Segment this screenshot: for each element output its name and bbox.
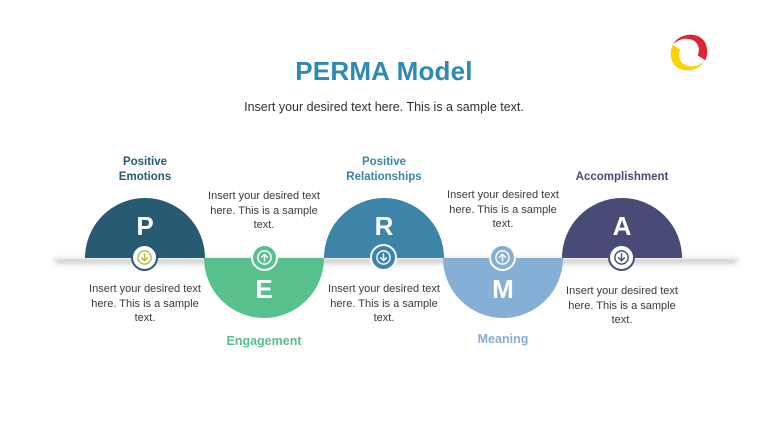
circled-up-arrow-icon[interactable] [251,244,278,271]
circled-up-arrow-icon[interactable] [489,244,516,271]
item-letter: E [255,274,273,304]
item-heading[interactable]: Engagement [226,334,302,348]
item-placeholder-text[interactable]: Insert your desired text here. This is a… [89,283,201,325]
item-letter: A [612,211,632,241]
item-letter: R [374,211,394,241]
item-heading[interactable]: Meaning [477,332,529,346]
item-letter: M [492,274,514,304]
circled-down-arrow-icon[interactable] [131,244,158,271]
page-title[interactable]: PERMA Model [295,56,473,86]
item-placeholder-text[interactable]: Insert your desired text here. This is a… [208,190,320,232]
item-placeholder-text[interactable]: Insert your desired text here. This is a… [328,283,440,325]
circled-down-arrow-icon[interactable] [370,244,397,271]
item-heading[interactable]: Positive Emotions [118,156,172,183]
item-heading[interactable]: Accomplishment [575,171,669,183]
item-letter: P [136,211,154,241]
item-placeholder-text[interactable]: Insert your desired text here. This is a… [447,189,559,231]
page-subtitle[interactable]: Insert your desired text here. This is a… [244,100,524,114]
circled-down-arrow-icon[interactable] [608,244,635,271]
item-heading[interactable]: Positive Relationships [346,156,422,183]
brand-logo-icon [670,34,708,71]
item-placeholder-text[interactable]: Insert your desired text here. This is a… [566,285,678,327]
